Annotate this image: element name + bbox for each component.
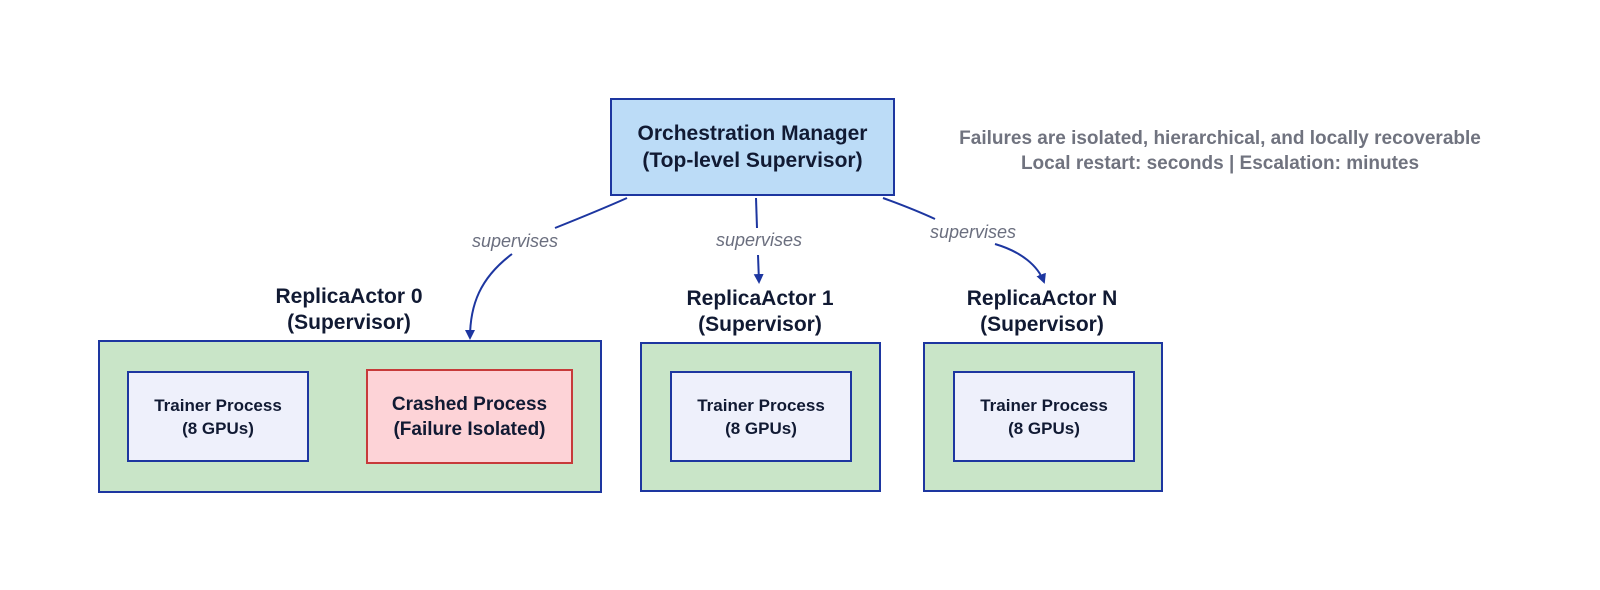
replica-n-title-line-1: ReplicaActor N [966, 287, 1118, 310]
replica-n-title-line-2: (Supervisor) [980, 313, 1104, 336]
process-name: Trainer Process [980, 395, 1108, 415]
process-name: Trainer Process [154, 395, 282, 415]
failure-note: Failures are isolated, hierarchical, and… [940, 126, 1500, 176]
process-detail: (8 GPUs) [725, 418, 797, 438]
edge-manager-to-replica-0 [554, 197, 628, 229]
edge-label-replica-1: supervises [716, 230, 803, 250]
replica-0-title-line-1: ReplicaActor 0 [275, 285, 423, 308]
replica-1-title-line-2: (Supervisor) [698, 313, 822, 336]
edge-manager-to-replica-n [882, 197, 936, 220]
process-detail: (Failure Isolated) [393, 418, 546, 440]
manager-subtitle: (Top-level Supervisor) [642, 149, 863, 172]
manager-title: Orchestration Manager [637, 122, 868, 145]
replica-0-crashed-process: Crashed Process (Failure Isolated) [366, 369, 573, 464]
replica-1-title: ReplicaActor 1 (Supervisor) [660, 286, 860, 338]
process-detail: (8 GPUs) [1008, 418, 1080, 438]
edge-manager-to-replica-n-arrow [994, 243, 1046, 284]
failure-note-line-2: Local restart: seconds | Escalation: min… [1020, 153, 1420, 174]
failure-note-line-1: Failures are isolated, hierarchical, and… [959, 128, 1481, 149]
process-name: Crashed Process [391, 393, 548, 415]
edge-manager-to-replica-1-arrow [753, 254, 764, 284]
orchestration-manager-node: Orchestration Manager (Top-level Supervi… [610, 98, 895, 196]
replica-n-trainer-process: Trainer Process (8 GPUs) [953, 371, 1135, 462]
process-name: Trainer Process [697, 395, 825, 415]
replica-1-trainer-process: Trainer Process (8 GPUs) [670, 371, 852, 462]
edge-label-replica-n: supervises [930, 222, 1017, 242]
edge-label-replica-0: supervises [472, 231, 559, 251]
replica-0-title-line-2: (Supervisor) [287, 311, 411, 334]
edge-manager-to-replica-1 [755, 197, 758, 229]
process-detail: (8 GPUs) [182, 418, 254, 438]
replica-0-trainer-process: Trainer Process (8 GPUs) [127, 371, 309, 462]
replica-0-title: ReplicaActor 0 (Supervisor) [249, 284, 449, 336]
replica-1-title-line-1: ReplicaActor 1 [686, 287, 834, 310]
replica-n-title: ReplicaActor N (Supervisor) [942, 286, 1142, 338]
edge-manager-to-replica-0-arrow [465, 253, 513, 340]
